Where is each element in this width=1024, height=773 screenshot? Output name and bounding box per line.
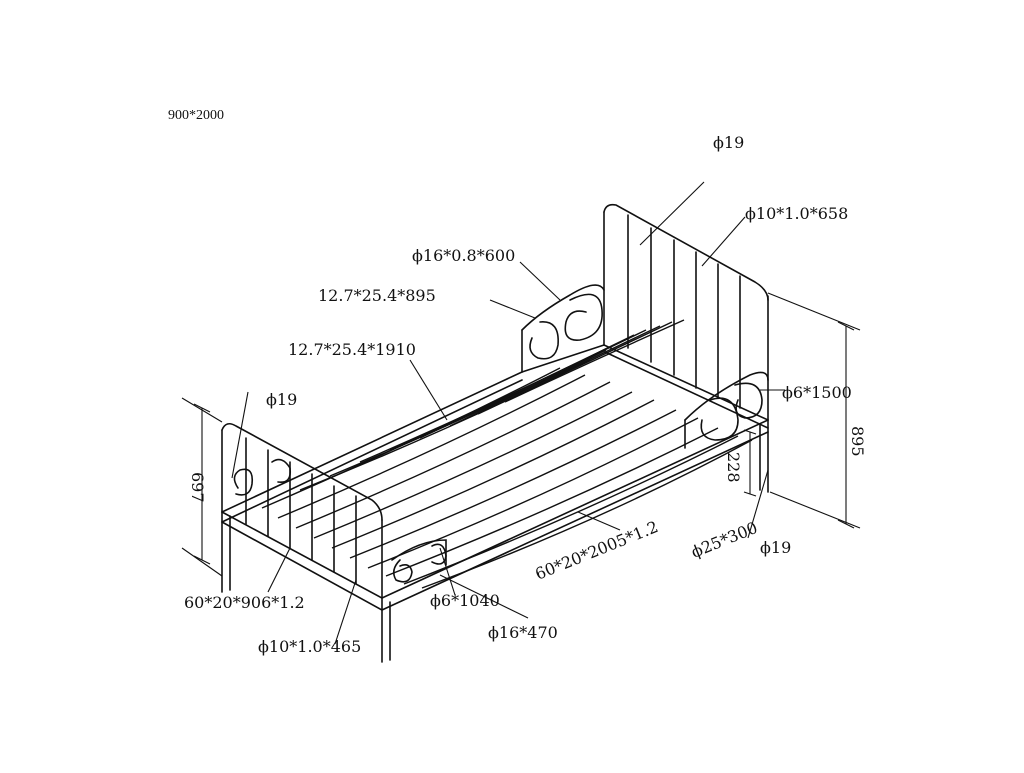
- footboard-top: [221, 422, 383, 521]
- headboard-bars: [627, 214, 741, 409]
- label-foot-scroll-tube: ϕ16*470: [488, 623, 558, 642]
- label-side-rail-short: 12.7*25.4*895: [318, 286, 436, 305]
- label-side-rail-long: 12.7*25.4*1910: [288, 340, 416, 359]
- leaders: [181, 181, 861, 645]
- slats: [261, 319, 753, 589]
- size-label: 900*2000: [168, 108, 224, 123]
- side-rail-right-bottom: [381, 431, 769, 611]
- label-height-total: 895: [848, 426, 867, 457]
- head-scroll-left: [521, 284, 605, 373]
- head-side-rail: [521, 344, 605, 373]
- label-foot-beam: 60*20*906*1.2: [184, 593, 305, 612]
- label-height-foot: 697: [188, 472, 207, 503]
- label-headboard-bars: ϕ10*1.0*658: [745, 204, 848, 223]
- footboard-bars: [245, 437, 357, 585]
- foot-scroll-left: [233, 458, 292, 496]
- label-leg-tube: ϕ25*300: [688, 518, 760, 562]
- label-side-beam: 60*20*2005*1.2: [532, 517, 660, 584]
- foot-scroll-right: [391, 539, 447, 583]
- head-cross-rail: [603, 344, 769, 421]
- foot-rail-bottom: [221, 521, 383, 611]
- label-scroll-wire: ϕ6*1500: [782, 383, 852, 402]
- side-rail-left-top: [221, 371, 523, 513]
- head-scroll-right: [684, 371, 769, 449]
- label-scroll-tube: ϕ16*0.8*600: [412, 246, 515, 265]
- label-foot-bars: ϕ10*1.0*465: [258, 637, 361, 656]
- label-foot-scroll-wire: ϕ6*1040: [430, 591, 500, 610]
- bed-frame: [221, 203, 769, 663]
- label-leg-height: 228: [724, 452, 743, 483]
- label-leg-tube-2: ϕ19: [760, 538, 791, 557]
- label-headboard-post-top: ϕ19: [713, 133, 744, 152]
- side-rail-left-bottom: [221, 379, 523, 523]
- headboard-top-rail: [603, 203, 769, 301]
- label-foot-post-top: ϕ19: [266, 390, 297, 409]
